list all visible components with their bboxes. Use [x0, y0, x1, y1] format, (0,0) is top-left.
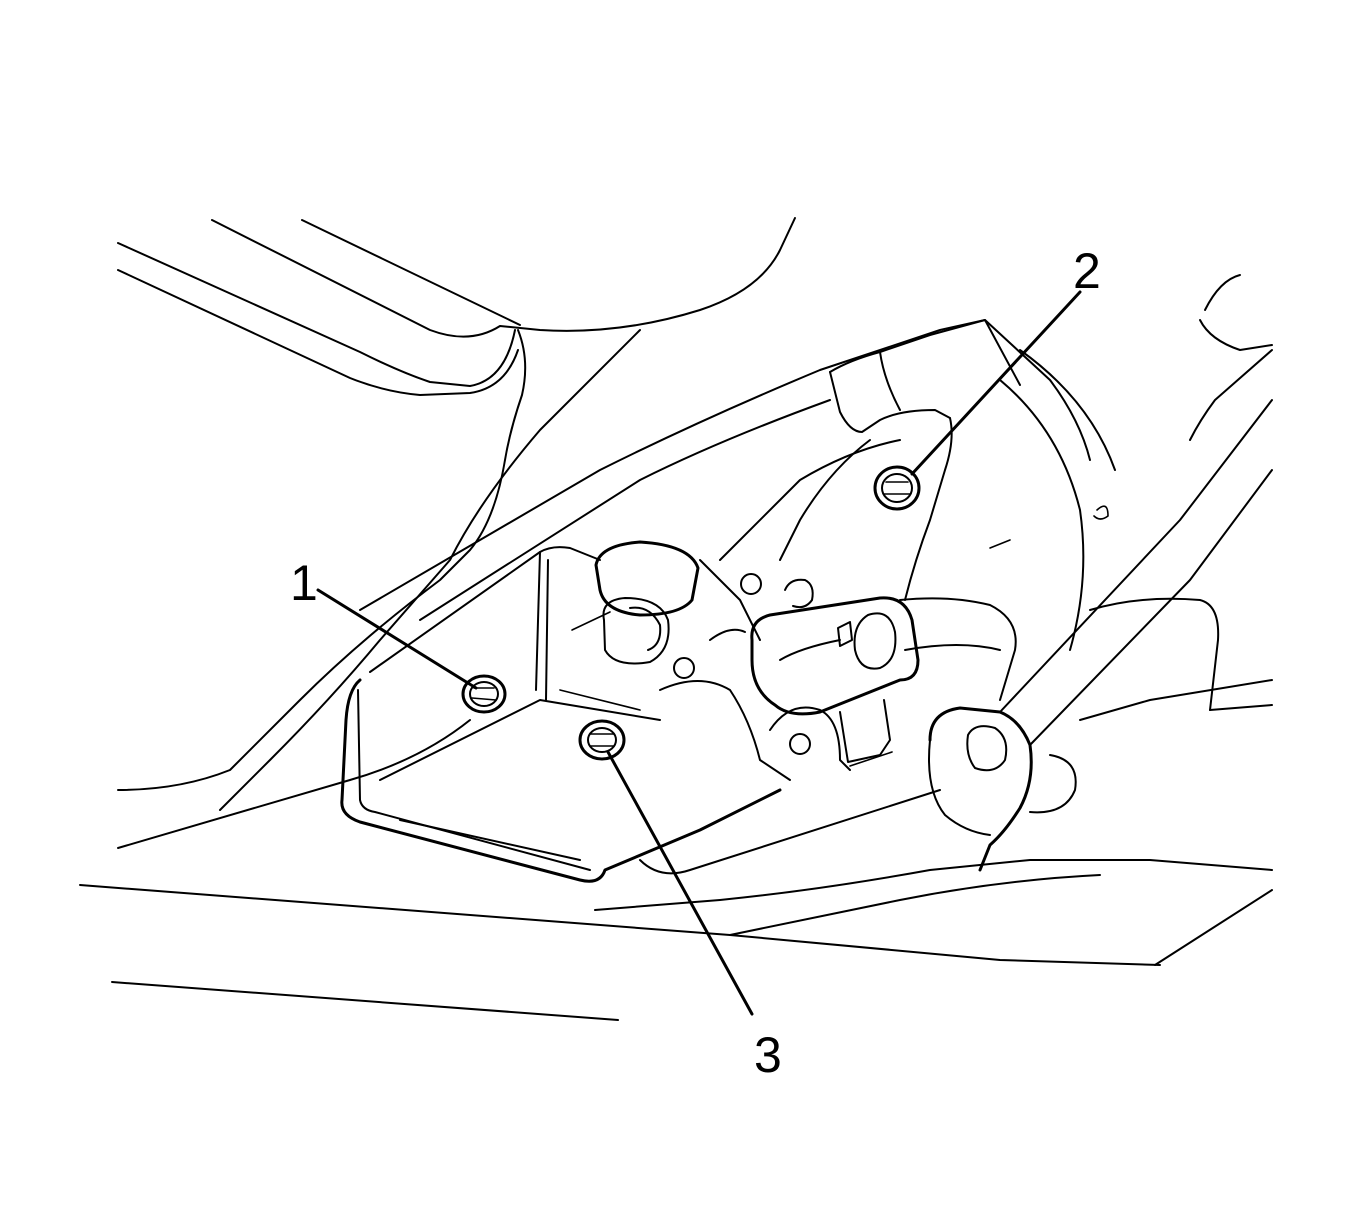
upper-body-panel [117, 217, 796, 811]
bolt-1 [461, 674, 507, 714]
upper-housing [779, 319, 1116, 651]
electrical-connector [750, 596, 920, 767]
lower-crossmember [79, 789, 1273, 1021]
callout-2-leader [910, 290, 1082, 476]
callout-3-label: 3 [754, 1027, 782, 1083]
right-side-lever [899, 399, 1273, 872]
mounting-bracket [340, 546, 782, 883]
callout-1-leader [316, 588, 478, 690]
upper-right-trim [1189, 274, 1273, 441]
shift-mechanism [594, 540, 851, 781]
callout-2-label: 2 [1073, 243, 1101, 299]
bolt-2 [873, 465, 921, 511]
callout-3-leader [606, 750, 754, 1016]
callout-1-label: 1 [290, 555, 318, 611]
bolt-3 [578, 719, 626, 761]
frame-diagonals [117, 319, 1021, 849]
